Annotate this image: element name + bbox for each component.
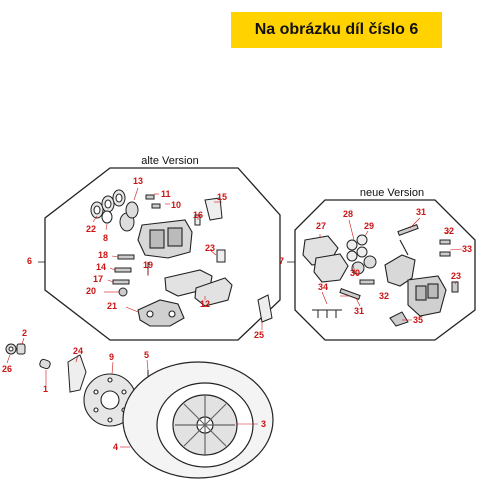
callout-30: 30 xyxy=(350,268,360,278)
callout-21: 21 xyxy=(107,301,117,311)
callout-6: 6 xyxy=(27,256,32,266)
callout-24: 24 xyxy=(73,346,83,356)
sensor-bracket-icon xyxy=(67,354,87,393)
old-brake-pads-icon xyxy=(164,269,233,307)
old-brake-caliper-icon xyxy=(137,219,193,259)
callout-16: 16 xyxy=(193,210,203,220)
callout-10: 10 xyxy=(171,200,181,210)
caliper-bracket-icon xyxy=(137,299,185,327)
callout-15: 15 xyxy=(217,192,227,202)
callout-9: 9 xyxy=(109,352,114,362)
callout-8: 8 xyxy=(103,233,108,243)
callout-26: 26 xyxy=(2,364,12,374)
callout-23-new: 23 xyxy=(451,271,461,281)
new-brake-pads-icon xyxy=(302,235,349,283)
leader-lines xyxy=(6,187,463,448)
callout-7: 7 xyxy=(279,256,284,266)
callout-17: 17 xyxy=(93,274,103,284)
new-caliper-bolts-icon xyxy=(339,224,459,327)
callout-29: 29 xyxy=(364,221,374,231)
new-brake-caliper-icon xyxy=(407,275,447,317)
callout-3: 3 xyxy=(261,419,266,429)
new-small-parts-icon xyxy=(312,309,342,318)
callout-33: 33 xyxy=(462,244,472,254)
lever-clip-icon xyxy=(257,294,273,323)
callout-35: 35 xyxy=(413,315,423,325)
callout-25: 25 xyxy=(254,330,264,340)
new-version-label: neue Version xyxy=(360,187,424,199)
callout-28: 28 xyxy=(343,209,353,219)
callout-23-old: 23 xyxy=(205,243,215,253)
callout-11: 11 xyxy=(161,189,171,199)
caliper-pistons-icon xyxy=(101,201,139,232)
old-version-group-outline xyxy=(44,167,281,341)
axle-washer-icon xyxy=(5,343,26,355)
part-banner: Na obrázku díl číslo 6 xyxy=(231,12,442,48)
pad-spring-icon xyxy=(194,197,223,226)
callout-34: 34 xyxy=(318,282,328,292)
new-caliper-bracket-icon xyxy=(384,239,416,287)
new-version-group-outline xyxy=(294,199,476,341)
callout-27: 27 xyxy=(316,221,326,231)
callout-12: 12 xyxy=(200,299,210,309)
callout-14: 14 xyxy=(96,262,106,272)
callout-19: 19 xyxy=(143,260,153,270)
spacer-icon xyxy=(39,358,51,370)
callout-4: 4 xyxy=(113,442,118,452)
callout-20: 20 xyxy=(86,286,96,296)
callout-2: 2 xyxy=(22,328,27,338)
new-seal-rings-icon xyxy=(346,234,377,275)
callout-22: 22 xyxy=(86,224,96,234)
old-version-label: alte Version xyxy=(141,155,198,167)
callout-1: 1 xyxy=(43,384,48,394)
callout-31-bottom: 31 xyxy=(354,306,364,316)
callout-18: 18 xyxy=(98,250,108,260)
callout-13: 13 xyxy=(133,176,143,186)
callout-32-bottom: 32 xyxy=(379,291,389,301)
pad-pin-icon xyxy=(216,249,226,263)
wheel-tire-icon xyxy=(122,361,274,479)
callout-31-top: 31 xyxy=(416,207,426,217)
callout-32-top: 32 xyxy=(444,226,454,236)
callout-5: 5 xyxy=(144,350,149,360)
